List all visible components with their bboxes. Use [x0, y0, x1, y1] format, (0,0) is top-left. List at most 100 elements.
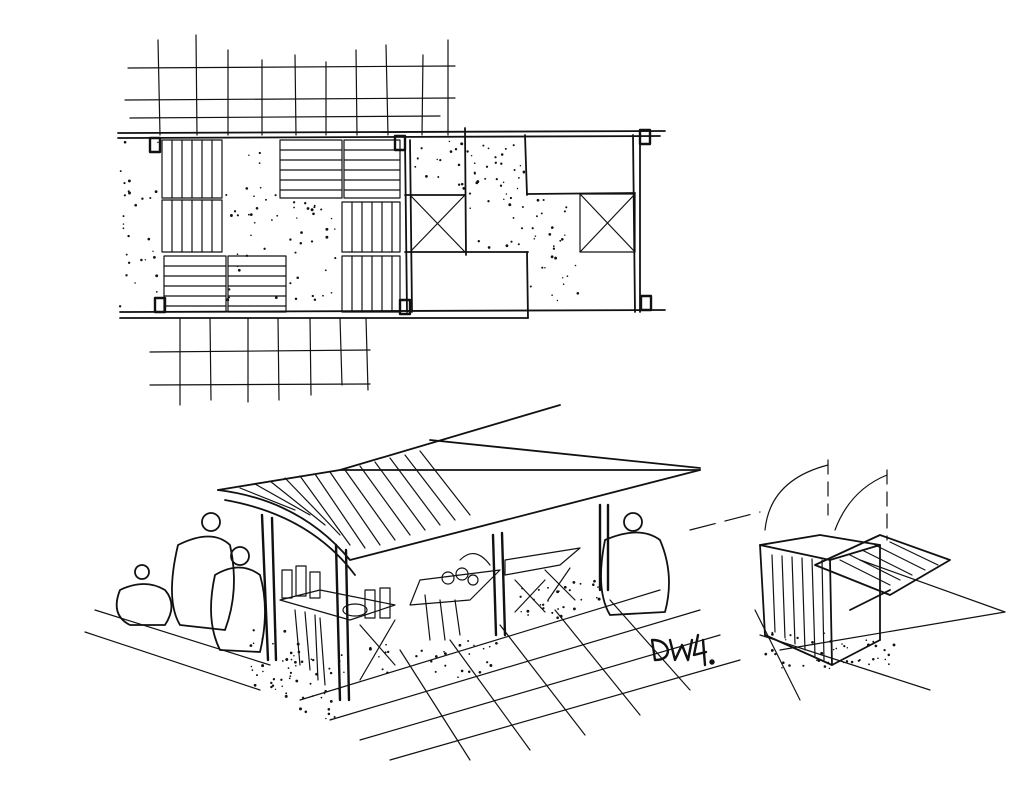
- stipple-dot: [548, 233, 552, 236]
- plan-posts: [148, 128, 653, 316]
- stipple-dot: [262, 670, 264, 673]
- stipple-dot: [517, 243, 520, 246]
- stipple-dot: [563, 210, 566, 213]
- stipple-dot: [127, 261, 131, 265]
- stipple-dot: [293, 206, 295, 209]
- stipple-dot: [865, 639, 868, 642]
- stipple-dot: [293, 655, 295, 657]
- stipple-dot: [271, 684, 275, 687]
- stipple-dot: [125, 253, 128, 256]
- stipple-dot: [276, 214, 279, 217]
- stipple-dot: [256, 674, 258, 677]
- stipple-dot: [580, 598, 583, 601]
- stipple-dot: [327, 708, 331, 711]
- stipple-dot: [510, 240, 513, 243]
- stipple-dot: [857, 659, 860, 662]
- stipple-dot: [338, 688, 340, 691]
- stipple-dot: [310, 240, 314, 243]
- stipple-dot: [245, 187, 249, 190]
- stipple-dot: [494, 161, 497, 164]
- stipple-dot: [559, 239, 562, 242]
- stipple-dot: [288, 677, 291, 680]
- plan-grid: [124, 34, 456, 406]
- stipple-dot: [558, 590, 560, 592]
- stipple-dot: [877, 657, 879, 660]
- kiosk-detail-sketch: [689, 459, 1006, 701]
- stipple-dot: [274, 688, 277, 691]
- stipple-dot: [843, 644, 846, 648]
- stipple-dot: [542, 603, 545, 606]
- stipple-dot: [324, 269, 327, 272]
- stipple-dot: [425, 175, 428, 178]
- stipple-dot: [509, 196, 513, 200]
- stipple-dot: [258, 162, 261, 164]
- stipple-dot: [487, 246, 491, 249]
- artist-signature: [650, 633, 715, 667]
- stipple-dot: [592, 583, 595, 586]
- stipple-dot: [513, 168, 516, 172]
- stipple-dot: [416, 157, 419, 160]
- stipple-dot: [811, 641, 814, 644]
- stipple-dot: [771, 633, 774, 636]
- stipple-dot: [561, 277, 564, 279]
- stipple-dot: [597, 597, 601, 601]
- stipple-dot: [312, 658, 315, 662]
- stipple-dot: [770, 648, 774, 652]
- stipple-dot: [556, 616, 559, 619]
- stipple-dot: [487, 147, 490, 150]
- stipple-dot: [420, 649, 423, 652]
- people-figures: [115, 512, 670, 653]
- stipple-dot: [505, 193, 508, 195]
- plan-stipple: [118, 140, 580, 308]
- stipple-dot: [539, 603, 542, 606]
- stipple-dot: [255, 206, 259, 210]
- stipple-dot: [368, 647, 372, 651]
- stipple-dot: [533, 238, 536, 240]
- stipple-dot: [520, 610, 522, 613]
- stipple-dot: [289, 282, 292, 285]
- stipple-dot: [324, 689, 328, 693]
- stipple-dot: [829, 640, 832, 643]
- stipple-dot: [272, 678, 276, 681]
- stipple-dot: [850, 660, 854, 664]
- stipple-dot: [134, 282, 136, 284]
- stipple-dot: [454, 147, 458, 151]
- stipple-dot: [304, 710, 308, 714]
- stipple-dot: [842, 661, 845, 664]
- stipple-dot: [500, 162, 503, 165]
- stipple-dot: [253, 221, 256, 224]
- stipple-dot: [562, 283, 565, 285]
- stipple-dot: [466, 150, 469, 153]
- stipple-dot: [123, 140, 127, 144]
- stipple-dot: [253, 683, 257, 687]
- stipple-dot: [270, 685, 273, 689]
- stipple-dot: [281, 685, 283, 688]
- stipple-dot: [512, 216, 515, 219]
- stipple-dot: [519, 595, 522, 598]
- stipple-dot: [564, 234, 566, 236]
- stipple-dot: [835, 647, 838, 650]
- stipple-dot: [310, 658, 313, 661]
- stipple-dot: [252, 629, 255, 632]
- stipple-dot: [526, 609, 530, 613]
- stipple-dot: [152, 250, 154, 253]
- stipple-dot: [774, 652, 777, 656]
- stipple-dot: [494, 156, 497, 159]
- stipple-dot: [149, 196, 152, 200]
- stipple-dot: [247, 213, 250, 216]
- stipple-dot: [299, 707, 302, 711]
- stipple-dot: [467, 670, 471, 674]
- stipple-dot: [313, 206, 316, 209]
- stipple-dot: [523, 172, 525, 174]
- stipple-dot: [502, 181, 505, 184]
- stipple-dot: [473, 644, 475, 647]
- stipple-dot: [552, 245, 555, 247]
- roof-corrugation: [239, 450, 471, 549]
- stipple-dot: [333, 715, 336, 719]
- stipple-dot: [887, 653, 891, 657]
- stipple-dot: [261, 664, 265, 668]
- stipple-dot: [537, 588, 540, 591]
- stipple-dot: [290, 658, 293, 661]
- stipple-dot: [487, 200, 490, 203]
- perspective-stipple: [249, 579, 601, 721]
